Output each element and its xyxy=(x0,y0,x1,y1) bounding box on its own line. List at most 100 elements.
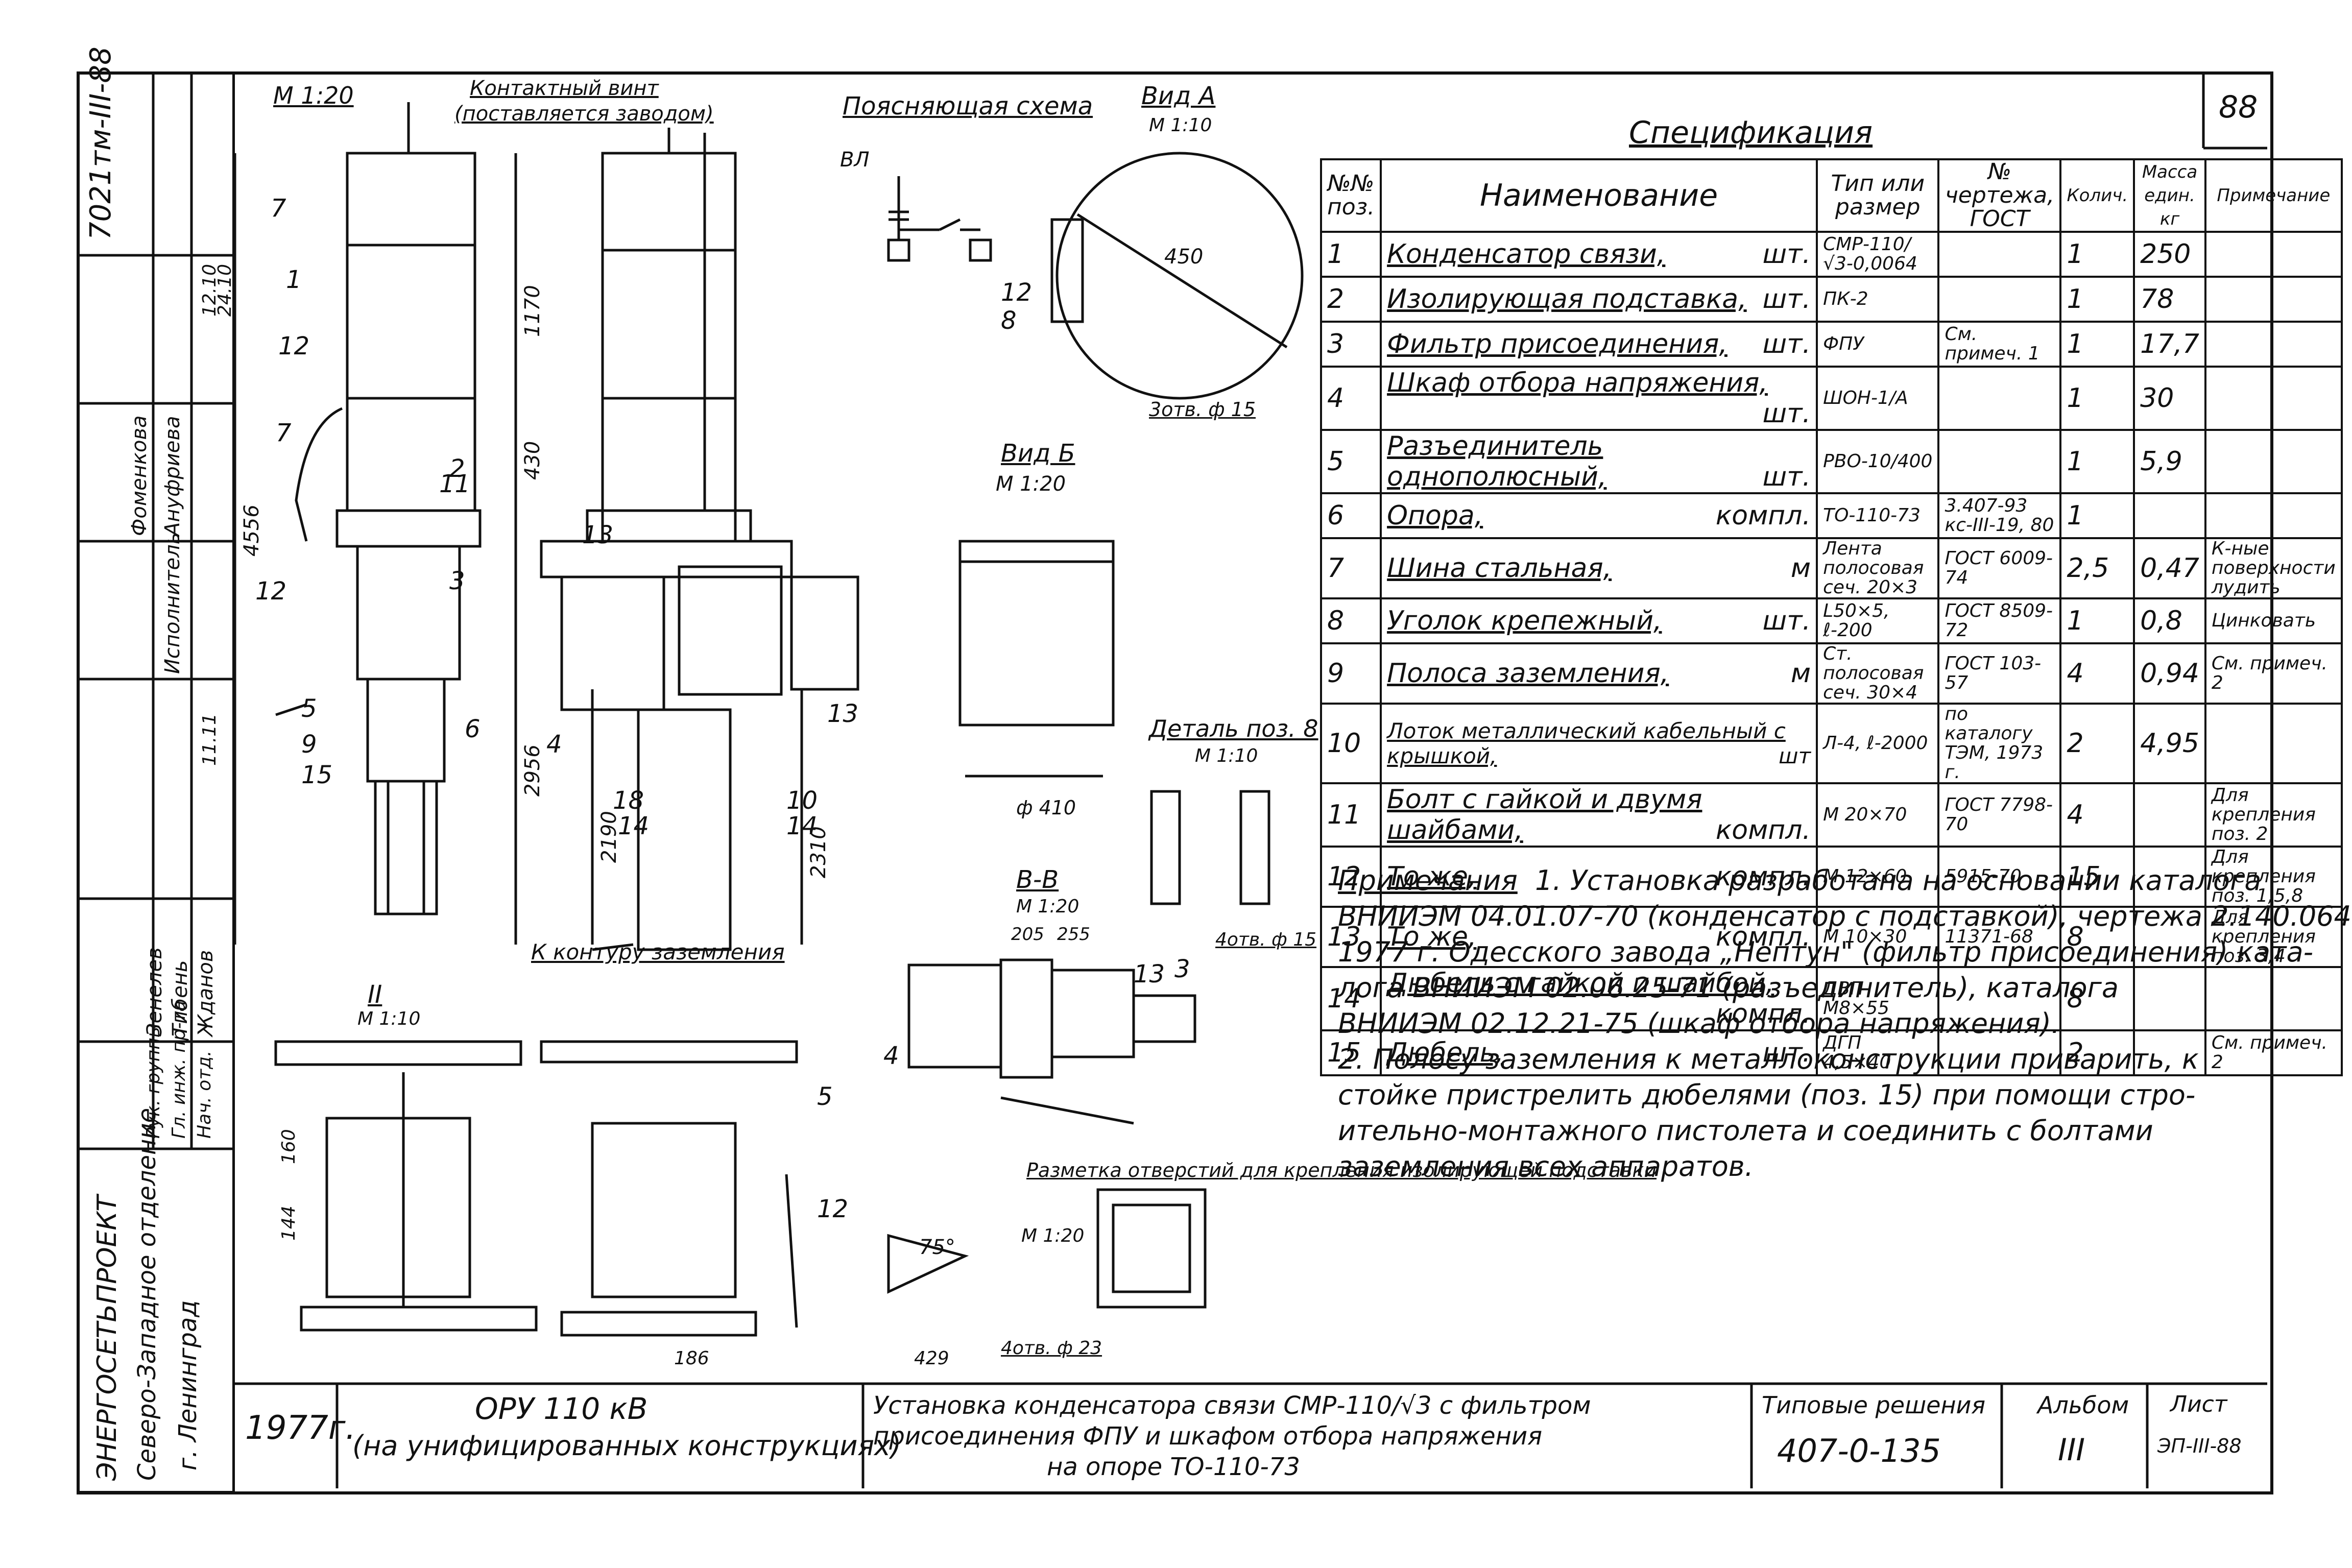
note-line-0: 1. Установка разработана на основании ка… xyxy=(1535,864,2262,897)
spec-item-unit: м xyxy=(1790,658,1811,689)
spec-cell-name: Конденсатор связи,шт. xyxy=(1380,231,1818,278)
section-ii-title: II xyxy=(368,980,382,1009)
note-line-5: 2. Полосу заземления к металлоконструкци… xyxy=(1338,1043,2199,1075)
spec-title: Спецификация xyxy=(1629,115,1873,151)
spec-item-unit: компл. xyxy=(1715,815,1811,846)
spec-cell-gost xyxy=(1937,231,2062,278)
spec-cell-pos: 3 xyxy=(1319,321,1382,368)
spec-item-name: Дюбель с гайкой и шайбой, xyxy=(1387,968,1774,999)
spec-item-name: То же, xyxy=(1387,861,1477,892)
spec-cell-note: Цинковать xyxy=(2204,597,2343,644)
part-callout: 3 xyxy=(1174,955,1190,983)
title-drawing-2: присоединения ФПУ и шкафом отбора напряж… xyxy=(873,1422,1543,1451)
detail-8-scale: М 1:10 xyxy=(1195,745,1258,766)
spec-cell-name: Уголок крепежный,шт. xyxy=(1380,597,1818,644)
spec-cell-pos: 2 xyxy=(1319,276,1382,323)
view-a-diam: 450 xyxy=(1164,245,1204,269)
holes-3-15: 3отв. ф 15 xyxy=(1149,398,1256,421)
spec-cell-type: РВО-10/400 xyxy=(1816,429,1940,494)
part-callout: 7 xyxy=(271,194,286,223)
title-sheet-label: Лист xyxy=(2170,1391,2227,1417)
spec-cell-note xyxy=(2204,703,2343,784)
spec-cell-pos: 10 xyxy=(1319,703,1382,784)
holes-marking-title: Разметка отверстий для крепления изолиру… xyxy=(1026,1159,1657,1181)
spec-cell-pos: 14 xyxy=(1319,966,1382,1031)
spec-cell-type: ДГП 4,5×40 xyxy=(1816,1029,1940,1076)
spec-cell-qty: 1 xyxy=(2059,321,2135,368)
spec-cell-mass xyxy=(2133,782,2206,848)
spec-cell-note xyxy=(2204,321,2343,368)
dim-160: 160 xyxy=(278,1129,299,1164)
dim-430: 430 xyxy=(521,441,544,480)
sheet-number: 88 xyxy=(2219,89,2258,125)
spec-item-name: Шина стальная, xyxy=(1387,553,1612,584)
spec-cell-qty: 2,5 xyxy=(2059,537,2135,599)
holes-scale: М 1:20 xyxy=(1021,1225,1085,1246)
note-line-3: лога ВНИИЭМ 02.06.25-71 (разъединитель),… xyxy=(1338,972,2119,1004)
spec-cell-pos: 9 xyxy=(1319,642,1382,705)
spec-cell-mass: 5,9 xyxy=(2133,429,2206,494)
spec-cell-qty: 1 xyxy=(2059,597,2135,644)
spec-col-type: Тип или размер xyxy=(1816,158,1940,233)
part-callout: 4 xyxy=(883,1042,899,1070)
vl-label: ВЛ xyxy=(840,148,870,172)
note-line-7: ительно-монтажного пистолета и соединить… xyxy=(1338,1115,2153,1147)
spec-cell-gost xyxy=(1937,966,2062,1031)
part-callout: 9 xyxy=(301,730,317,759)
angle-label: 75° xyxy=(919,1236,955,1259)
spec-cell-qty: 1 xyxy=(2059,276,2135,323)
spec-item-name: Шкаф отбора напряжения, xyxy=(1387,368,1768,398)
side-name-3: Жданов xyxy=(194,950,218,1036)
spec-item-name: Разъединитель однополюсный, xyxy=(1387,431,1607,492)
spec-cell-pos: 5 xyxy=(1319,429,1382,494)
part-callout: 5 xyxy=(817,1082,833,1111)
spec-item-name: Уголок крепежный, xyxy=(1387,606,1662,636)
spec-cell-name: Шина стальная,м xyxy=(1380,537,1818,599)
spec-cell-note: Для крепления поз. 2 xyxy=(2204,782,2343,848)
part-callout: 13 xyxy=(827,699,859,728)
part-callout: 8 xyxy=(1001,306,1017,335)
spec-col-pos: №№ поз. xyxy=(1319,158,1382,233)
spec-cell-qty: 1 xyxy=(2059,492,2135,539)
view-b-title: Вид Б xyxy=(1001,439,1075,468)
part-callout: 7 xyxy=(276,419,292,447)
holes-4-15: 4отв. ф 15 xyxy=(1215,929,1317,950)
contact-bolt-note: (поставляется заводом) xyxy=(454,102,714,126)
spec-cell-qty: 4 xyxy=(2059,642,2135,705)
spec-cell-gost: ГОСТ 6009-74 xyxy=(1937,537,2062,599)
spec-item-unit: компл. xyxy=(1715,500,1811,531)
view-b-scale: М 1:20 xyxy=(996,472,1066,496)
dim-255: 255 xyxy=(1057,924,1090,945)
part-callout: 11 xyxy=(439,470,471,498)
spec-item-unit: шт. xyxy=(1762,462,1811,492)
spec-cell-mass xyxy=(2133,846,2206,908)
spec-cell-mass: 0,8 xyxy=(2133,597,2206,644)
spec-cell-name: Дюбель с гайкой и шайбой,компл. xyxy=(1380,966,1818,1031)
spec-cell-qty: 2 xyxy=(2059,703,2135,784)
spec-cell-gost: См. примеч. 1 xyxy=(1937,321,2062,368)
note-line-8: заземления всех аппаратов. xyxy=(1338,1150,1754,1183)
spec-cell-gost xyxy=(1937,429,2062,494)
spec-item-unit: шт. xyxy=(1762,329,1811,359)
part-callout: 6 xyxy=(465,715,481,743)
spec-cell-qty: 4 xyxy=(2059,782,2135,848)
spec-cell-mass xyxy=(2133,1029,2206,1076)
spec-cell-mass: 17,7 xyxy=(2133,321,2206,368)
part-callout: 12 xyxy=(817,1195,849,1223)
section-ii-scale: М 1:10 xyxy=(357,1008,421,1029)
spec-cell-note xyxy=(2204,231,2343,278)
dim-4556: 4556 xyxy=(240,504,263,557)
spec-cell-type: ПК-2 xyxy=(1816,276,1940,323)
spec-col-gost: № чертежа, ГОСТ xyxy=(1937,158,2062,233)
ground-contour: К контуру заземления xyxy=(531,939,785,964)
dim-2956: 2956 xyxy=(521,744,544,797)
spec-cell-qty: 8 xyxy=(2059,906,2135,968)
title-year: 1977г. xyxy=(245,1409,356,1447)
title-drawing-1: Установка конденсатора связи СМР-110/√3 … xyxy=(873,1391,1591,1420)
